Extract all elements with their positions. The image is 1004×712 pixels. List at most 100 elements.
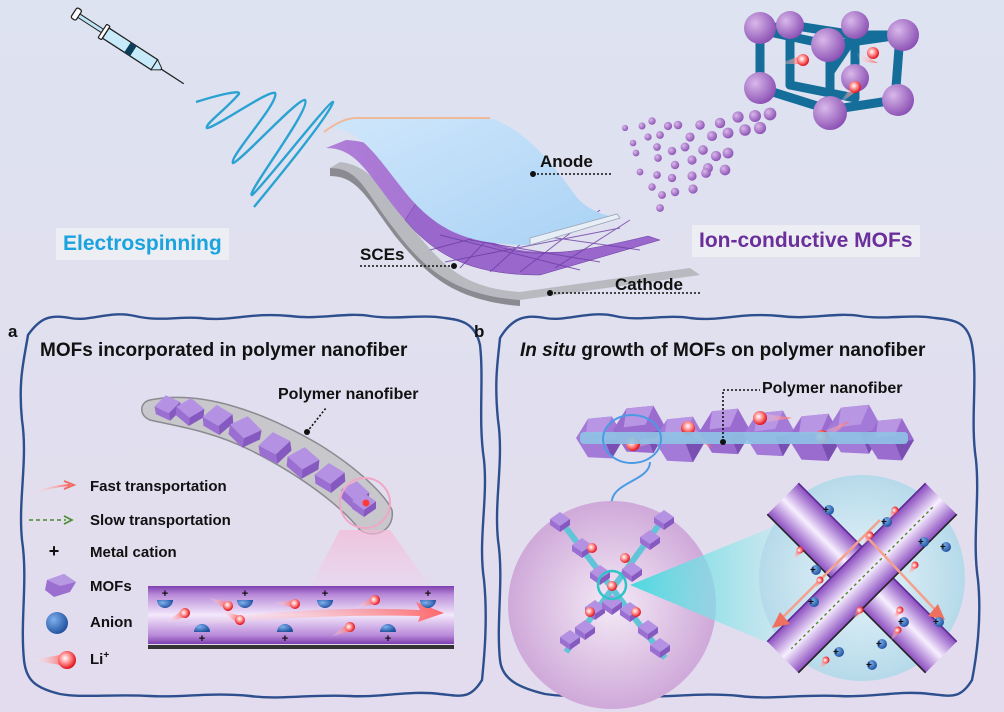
mof-particle xyxy=(644,133,652,141)
mof-particle xyxy=(667,146,677,156)
legend-metal-cation: Metal cation xyxy=(90,544,177,561)
mof-particle xyxy=(685,132,695,142)
electrospun-fiber xyxy=(195,91,335,208)
mof-cube xyxy=(650,638,670,658)
mof-particle xyxy=(621,124,629,132)
anion-with-cation: + xyxy=(823,505,834,516)
in-situ-fiber-illustration xyxy=(576,389,914,518)
svg-text:+: + xyxy=(898,617,904,628)
svg-text:+: + xyxy=(282,633,288,645)
zoom-beam xyxy=(630,520,790,652)
anion-with-cation: + xyxy=(810,565,821,576)
ion-conductive-mofs-label: Ion-conductive MOFs xyxy=(692,225,920,257)
legend-fast-transportation: Fast transportation xyxy=(90,478,227,495)
legend-li-ion: Li+ xyxy=(90,650,109,668)
anion-with-cation: + xyxy=(866,660,877,671)
mof-crossed-network xyxy=(550,510,674,660)
mof-particle xyxy=(638,122,646,130)
anion-with-cation: + xyxy=(317,588,333,608)
mof-framework-cube-icon xyxy=(744,11,919,130)
mof-cube xyxy=(622,562,642,582)
mof-particle xyxy=(719,164,731,176)
mof-crystal xyxy=(699,408,751,455)
li-ion xyxy=(207,597,233,611)
mof-particle xyxy=(710,150,722,162)
mof-particle-spray xyxy=(621,107,777,212)
cathode-label: Cathode xyxy=(615,275,683,294)
svg-text:+: + xyxy=(808,597,814,608)
sces-label: SCEs xyxy=(360,245,405,264)
mof-particle xyxy=(698,145,708,155)
li-ion xyxy=(631,607,641,617)
mof-nanofiber-illustration xyxy=(141,395,430,586)
li-text: Li xyxy=(90,651,104,668)
anion-with-cation: + xyxy=(940,542,951,553)
li-ion xyxy=(887,506,899,522)
panel-a-letter: a xyxy=(8,322,18,341)
panel-b-title-rest: growth of MOFs on polymer nanofiber xyxy=(575,340,926,361)
anion-with-cation: + xyxy=(808,597,819,608)
mof-cube xyxy=(314,463,346,493)
mof-particle xyxy=(670,160,680,170)
mof-particle xyxy=(667,173,677,183)
mof-cube xyxy=(286,447,320,479)
mof-particle xyxy=(656,204,664,212)
li-ion xyxy=(273,599,300,609)
panel-b-title: In situ growth of MOFs on polymer nanofi… xyxy=(520,340,925,362)
li-ion xyxy=(892,606,904,622)
svg-text:+: + xyxy=(810,565,816,576)
anion-with-cation: + xyxy=(194,624,210,645)
mof-particle xyxy=(632,149,640,157)
mof-particle xyxy=(687,171,697,181)
mof-particle xyxy=(695,120,705,130)
mof-cube xyxy=(550,512,570,532)
mof-particle xyxy=(653,143,661,151)
anion-with-cation: + xyxy=(157,588,173,608)
mof-particle xyxy=(680,142,690,152)
anion-with-cation: + xyxy=(237,588,253,608)
panel-a-title: MOFs incorporated in polymer nanofiber xyxy=(40,340,408,361)
panel-a-fiber-label: Polymer nanofiber xyxy=(278,386,419,403)
anion-with-cation: + xyxy=(277,624,293,645)
svg-text:+: + xyxy=(823,505,829,516)
panel-b-title-italic: In situ xyxy=(520,340,576,361)
mof-cube xyxy=(575,620,595,640)
legend-anion: Anion xyxy=(90,614,133,631)
svg-text:+: + xyxy=(881,517,887,528)
mof-particle xyxy=(688,184,698,194)
legend-icons: + xyxy=(27,480,77,669)
mof-particle xyxy=(763,107,777,121)
svg-text:+: + xyxy=(425,588,431,600)
anion-with-cation: + xyxy=(918,537,929,548)
svg-text:+: + xyxy=(385,633,391,645)
li-ion xyxy=(907,561,919,577)
ion-transport-tube: + + + + + + + xyxy=(148,586,454,649)
legend-slow-transportation: Slow transportation xyxy=(90,512,231,529)
leader-lines xyxy=(360,171,702,296)
anion-with-cation: + xyxy=(898,617,909,628)
li-ion xyxy=(220,609,245,625)
anion-with-cation: + xyxy=(881,517,892,528)
mof-particle xyxy=(749,110,761,122)
mof-particle xyxy=(663,121,673,131)
li-ion xyxy=(607,581,617,591)
svg-text:+: + xyxy=(833,647,839,658)
li-superscript: + xyxy=(103,650,110,661)
mof-particle xyxy=(656,131,664,139)
mof-cube xyxy=(572,538,592,558)
svg-text:+: + xyxy=(876,639,882,650)
mof-cube xyxy=(258,432,292,464)
syringe-icon xyxy=(70,7,185,85)
svg-text:+: + xyxy=(162,588,168,600)
mof-particle xyxy=(658,191,666,199)
li-ion xyxy=(753,411,792,425)
li-ion xyxy=(792,546,804,562)
highlight-ring xyxy=(596,569,628,601)
mof-cube xyxy=(640,530,660,550)
li-ion xyxy=(812,576,824,592)
panel-b-border xyxy=(495,313,981,699)
crossed-fiber-tubes: +++++++++++ xyxy=(766,482,958,674)
mof-cube xyxy=(175,398,205,426)
mof-particle xyxy=(654,154,662,162)
